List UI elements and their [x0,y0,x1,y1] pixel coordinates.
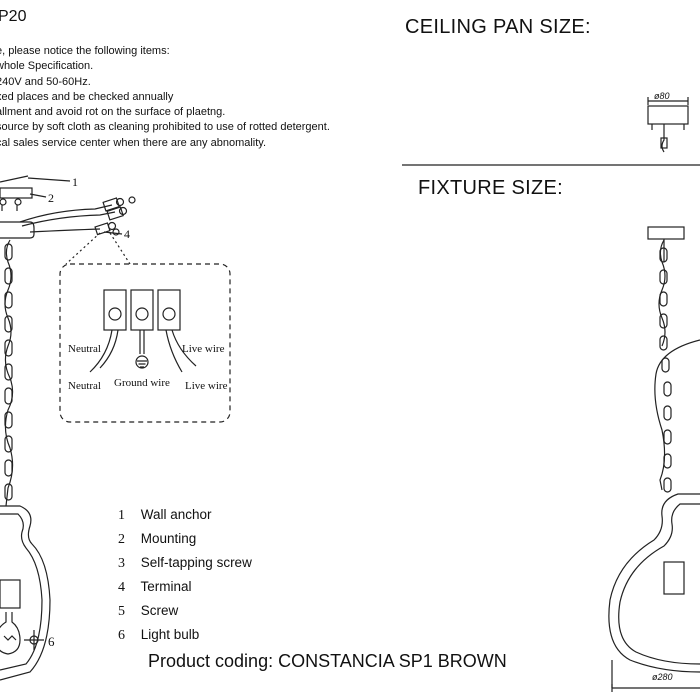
note-line: cal sales service center when there are … [0,136,267,149]
callout-line-1 [27,177,71,182]
label-neutral-top: Neutral [68,343,101,355]
note-line: whole Specification. [0,60,94,73]
parts-list-item: 3 Self-tapping screw [118,555,252,571]
detail-terminals [89,289,197,373]
wire-lower [29,228,101,233]
wire-upper [19,204,113,223]
parts-list-item: 4 Terminal [118,579,192,595]
note-line: e, please notice the following items: [0,45,170,57]
detail-guide-left [65,232,101,265]
ceiling-pan-title: CEILING PAN SIZE: [405,16,591,38]
note-line: xed places and be checked annually [0,90,174,103]
callout-4: 4 [124,227,130,241]
callout-6: 6 [48,634,55,649]
note-line: allment and avoid rot on the surface of … [0,106,226,119]
product-coding: Product coding: CONSTANCIA SP1 BROWN [148,651,507,671]
parts-list-item: 5 Screw [118,603,179,619]
label-live-bottom: Live wire [185,380,228,392]
label-ground-wire: Ground wire [114,377,170,389]
wiring-detail-box [59,263,231,423]
glass-shade [0,505,51,681]
note-line: 240V and 50-60Hz. [0,75,91,88]
model-code: P20 [0,8,27,25]
ceiling-pan-drawing [402,97,700,166]
ceiling-pan-diameter: ø80 [654,91,670,101]
fixture-size-title: FIXTURE SIZE: [418,177,564,199]
parts-list-item: 1 Wall anchor [118,507,212,523]
callout-1: 1 [72,175,78,189]
safety-notes: e, please notice the following items: wh… [0,44,330,151]
fixture-drawing [608,226,700,692]
parts-list-item: 2 Mounting [118,531,197,547]
detail-guide-right [109,232,131,265]
canopy [0,221,35,239]
light-bulb [0,612,44,655]
note-line: source by soft cloth as cleaning prohibi… [0,121,330,134]
terminal-block [94,196,136,236]
callout-line-4 [103,231,123,235]
mounting-plate [0,175,33,211]
parts-list: 1 Wall anchor 2 Mounting 3 Self-tapping … [118,503,252,647]
label-neutral-bottom: Neutral [68,380,101,392]
fixture-diameter: ø280 [652,672,673,682]
label-live-top: Live wire [182,343,225,355]
callout-line-2 [29,193,47,198]
suspension-chain [4,239,14,507]
parts-list-item: 6 Light bulb [118,627,200,643]
callout-2: 2 [48,191,54,205]
